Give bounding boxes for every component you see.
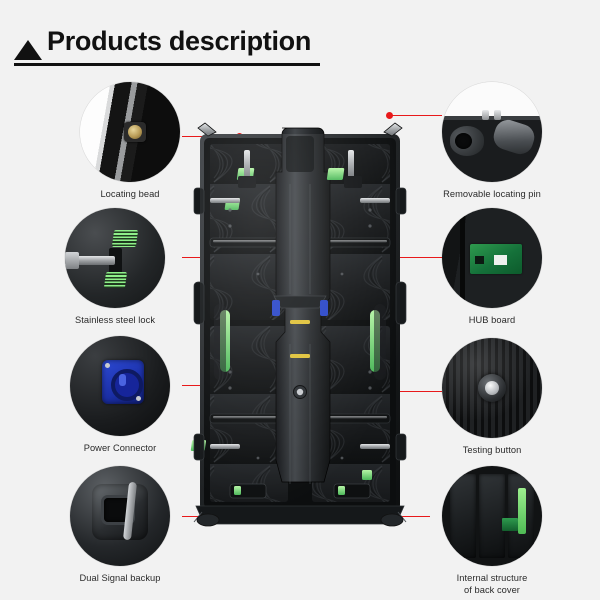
locating-bead-thumb (80, 82, 180, 182)
power-connector-thumb (70, 336, 170, 436)
hub-board-thumb (442, 208, 542, 308)
callout-label-internal-structure-line1: Internal structure (456, 573, 528, 583)
callout-label-internal-structure: Internal structure of back cover (442, 573, 542, 596)
led-cabinet-image (186, 114, 414, 534)
callout-label-locating-bead: Locating bead (100, 189, 160, 199)
leader-line-locating-pin (390, 115, 442, 117)
callout-internal-structure[interactable]: Internal structure of back cover (442, 466, 542, 596)
leader-line-lock-h (182, 257, 213, 259)
callout-power-connector[interactable]: Power Connector (70, 336, 170, 455)
header-underline (14, 63, 320, 66)
callout-label-removable-locating-pin: Removable locating pin (443, 189, 541, 199)
callout-testing-button[interactable]: Testing button (442, 338, 542, 457)
callout-stainless-steel-lock[interactable]: Stainless steel lock (65, 208, 165, 327)
callout-label-internal-structure-line2: of back cover (464, 584, 520, 595)
testing-button-thumb (442, 338, 542, 438)
callout-label-hub-board: HUB board (468, 315, 516, 325)
stainless-steel-lock-thumb (65, 208, 165, 308)
callout-hub-board[interactable]: HUB board (442, 208, 542, 327)
leader-dot-locating-pin (386, 112, 393, 119)
callout-label-stainless-steel-lock: Stainless steel lock (74, 315, 156, 325)
page-title: Products description (47, 26, 312, 56)
dual-signal-backup-thumb (70, 466, 170, 566)
removable-locating-pin-thumb (442, 82, 542, 182)
page-header: Products description (14, 26, 320, 66)
callout-removable-locating-pin[interactable]: Removable locating pin (442, 82, 542, 201)
callout-locating-bead[interactable]: Locating bead (80, 82, 180, 201)
triangle-bullet-icon (14, 40, 42, 60)
callout-label-dual-signal-backup: Dual Signal backup (79, 573, 161, 583)
callout-label-power-connector: Power Connector (83, 443, 157, 453)
callout-label-testing-button: Testing button (462, 445, 522, 455)
internal-structure-thumb (442, 466, 542, 566)
callout-dual-signal-backup[interactable]: Dual Signal backup (70, 466, 170, 585)
